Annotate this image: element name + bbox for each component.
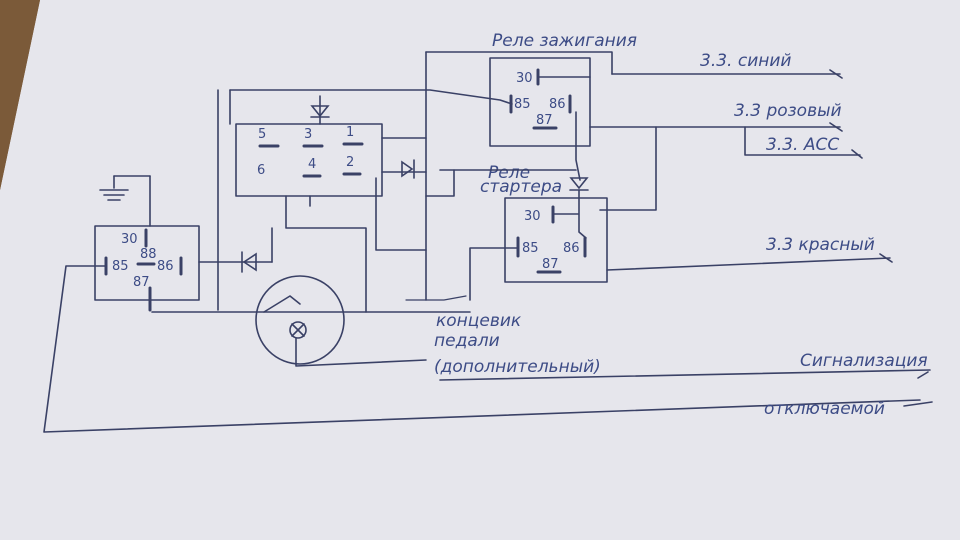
left-pin-85: 85 <box>112 259 129 274</box>
pedal-lamp-circle <box>255 275 345 365</box>
left-relay-body <box>94 225 200 301</box>
starter-pin-30: 30 <box>524 209 541 224</box>
wire-acc-label: 3.3. АСС <box>766 135 839 155</box>
switch-pin-3: 3 <box>304 127 312 142</box>
switch-pin-6: 6 <box>257 163 265 178</box>
ignition-relay: Реле зажигания 30 85 86 87 <box>489 31 637 147</box>
starter-relay: Реле стартера 30 85 86 87 <box>480 163 608 283</box>
alarm-label-2: отключаемой <box>764 399 885 419</box>
table-corner <box>0 0 40 190</box>
diode-starter-icon <box>569 177 589 190</box>
wire-blue-label: 3.3. синий <box>700 51 791 71</box>
diode-switch-icon <box>401 160 414 178</box>
wire-red-label: 3.3 красный <box>766 235 875 255</box>
wire-pink-label: 3.3 розовый <box>734 101 842 121</box>
ignition-pin-87: 87 <box>536 113 553 128</box>
starter-pin-85: 85 <box>522 241 539 256</box>
ignition-relay-title: Реле зажигания <box>492 31 637 51</box>
switch-body <box>235 123 383 197</box>
ignition-switch: 5 3 1 6 4 2 <box>235 95 383 197</box>
ignition-pin-30: 30 <box>516 71 533 86</box>
left-relay: 30 88 85 86 87 <box>94 225 200 312</box>
ignition-relay-body <box>489 57 591 147</box>
switch-pin-1: 1 <box>346 125 354 140</box>
diode-left-icon <box>242 252 257 272</box>
pedal-label-2: педали <box>434 331 500 351</box>
left-pin-86: 86 <box>157 259 174 274</box>
starter-relay-body <box>504 197 608 283</box>
switch-pin-4: 4 <box>308 157 316 172</box>
starter-relay-title-2: стартера <box>480 177 562 197</box>
ignition-pin-86: 86 <box>549 97 566 112</box>
left-pin-30: 30 <box>121 232 138 247</box>
switch-pin-2: 2 <box>346 155 354 170</box>
pedal-label-3: (дополнительный) <box>434 357 601 377</box>
starter-pin-87: 87 <box>542 257 559 272</box>
lamp-icon <box>289 321 307 339</box>
left-pin-87: 87 <box>133 275 150 290</box>
starter-pin-86: 86 <box>563 241 580 256</box>
pedal-label-1: концевик <box>436 311 522 331</box>
wiring <box>43 51 931 433</box>
starter-relay-title-1: Реле <box>488 163 530 183</box>
left-pin-88: 88 <box>140 247 157 262</box>
ignition-pin-85: 85 <box>514 97 531 112</box>
switch-pin-5: 5 <box>258 127 266 142</box>
alarm-label-1: Сигнализация <box>800 351 928 371</box>
